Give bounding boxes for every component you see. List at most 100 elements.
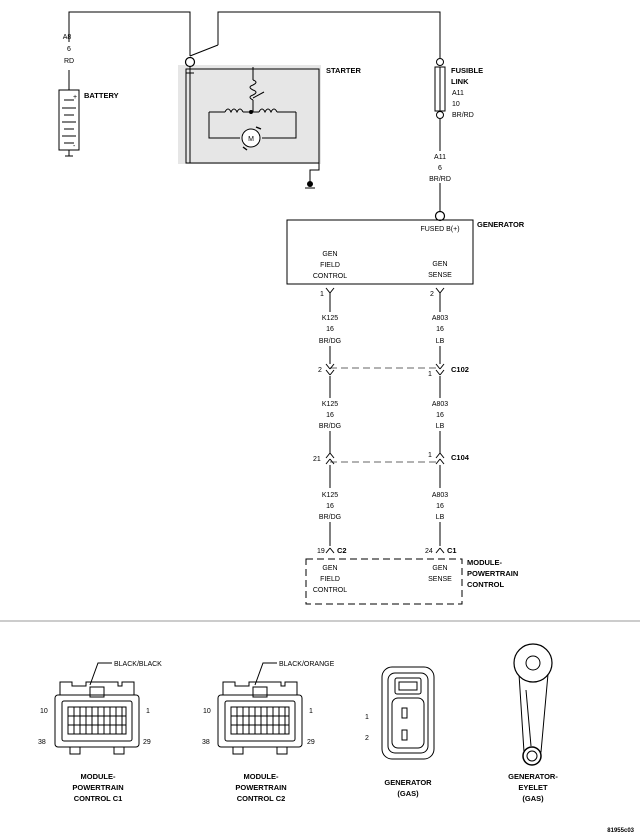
generator-title: GENERATOR bbox=[477, 220, 525, 229]
pcm-c1: C1 bbox=[447, 546, 457, 555]
connector-view-generator: 1 2 GENERATOR (GAS) bbox=[365, 666, 435, 798]
a803-seg3-color: LB bbox=[436, 514, 445, 521]
eyelet-hole bbox=[525, 655, 541, 671]
generator-pins: 1 2 bbox=[320, 287, 445, 298]
eyelet-shank bbox=[518, 673, 549, 753]
starter-motor-label: M bbox=[248, 136, 254, 143]
battery-minus: - bbox=[73, 143, 76, 150]
pcm-field-line1: GEN bbox=[322, 565, 337, 572]
c1-pin-grid bbox=[67, 706, 127, 735]
generator-pin-field: 1 bbox=[320, 291, 324, 298]
starter-ground bbox=[305, 163, 320, 189]
c2-latch bbox=[252, 686, 268, 698]
fusible-link-color: BR/RD bbox=[452, 112, 474, 119]
wire-k125: K125 16 BR/DG K125 16 BR/DG K125 16 BR/D… bbox=[319, 293, 341, 546]
wire-a11: A11 6 BR/RD bbox=[429, 119, 451, 211]
c104-pin-right: 1 bbox=[428, 452, 432, 459]
c2-pin-bl: 38 bbox=[202, 739, 210, 746]
c102-pin-left: 2 bbox=[318, 367, 322, 374]
wire-a11-color: BR/RD bbox=[429, 176, 451, 183]
a803-seg2-gauge: 16 bbox=[436, 412, 444, 419]
pcm-title-1: MODULE- bbox=[467, 558, 502, 567]
k125-seg2-gauge: 16 bbox=[326, 412, 334, 419]
generator: GENERATOR FUSED B(+) GEN FIELD CONTROL G… bbox=[286, 210, 525, 285]
c102-pin-right: 1 bbox=[428, 371, 432, 378]
starter-terminal bbox=[184, 56, 196, 68]
connector-c104: 21 1 C104 bbox=[313, 452, 470, 465]
k125-seg3-circuit: K125 bbox=[322, 492, 338, 499]
c2-housing bbox=[217, 694, 303, 748]
gen-pin-1: 1 bbox=[365, 714, 369, 721]
gen-connector-outer bbox=[381, 666, 435, 760]
figure-id: 81955c03 bbox=[607, 828, 634, 834]
eyelet-caption-2: EYELET bbox=[518, 783, 548, 792]
fusible-link-circuit: A11 bbox=[452, 90, 464, 97]
c104-name: C104 bbox=[451, 453, 470, 462]
fusible-link-top-terminal bbox=[436, 58, 444, 66]
generator-field-line3: CONTROL bbox=[313, 273, 347, 280]
pcm-title-2: POWERTRAIN bbox=[467, 569, 518, 578]
starter: M STARTER bbox=[178, 56, 361, 164]
c1-callout: BLACK/BLACK bbox=[114, 661, 162, 668]
battery-title: BATTERY bbox=[84, 91, 119, 100]
wire-a8-circuit: A8 bbox=[63, 34, 72, 41]
c104-pin-left: 21 bbox=[313, 456, 321, 463]
c1-pin-bl: 38 bbox=[38, 739, 46, 746]
fusible-link-bottom-terminal bbox=[436, 111, 444, 119]
k125-seg3-gauge: 16 bbox=[326, 503, 334, 510]
generator-field-line2: FIELD bbox=[320, 262, 340, 269]
pcm-box bbox=[305, 558, 463, 605]
a803-seg1-circuit: A803 bbox=[432, 315, 448, 322]
a803-seg3-circuit: A803 bbox=[432, 492, 448, 499]
wire-a803: A803 16 LB A803 16 LB A803 16 LB bbox=[432, 293, 448, 546]
c1-caption-1: MODULE- bbox=[81, 772, 116, 781]
starter-title: STARTER bbox=[326, 66, 361, 75]
eyelet-caption-1: GENERATOR- bbox=[508, 772, 558, 781]
c1-pin-tl: 10 bbox=[40, 708, 48, 715]
fusible-link-title-1: FUSIBLE bbox=[451, 66, 483, 75]
a803-seg2-color: LB bbox=[436, 423, 445, 430]
c2-pin-br: 29 bbox=[307, 739, 315, 746]
wire-a11-gauge: 6 bbox=[438, 165, 442, 172]
pcm-field-line2: FIELD bbox=[320, 576, 340, 583]
gen-connector-pin-2 bbox=[401, 729, 408, 741]
fusible-link-title-2: LINK bbox=[451, 77, 469, 86]
wire-a8-color: RD bbox=[64, 58, 74, 65]
gen-pin-2: 2 bbox=[365, 735, 369, 742]
generator-sense-line1: GEN bbox=[432, 261, 447, 268]
pcm-field-line3: CONTROL bbox=[313, 587, 347, 594]
a803-seg2-circuit: A803 bbox=[432, 401, 448, 408]
pcm-pin-sense: 24 bbox=[425, 548, 433, 555]
wire-a11-circuit: A11 bbox=[434, 154, 446, 161]
eyelet-caption-3: (GAS) bbox=[522, 794, 544, 803]
generator-field-line1: GEN bbox=[322, 251, 337, 258]
wire-a8: A8 6 RD bbox=[63, 11, 191, 90]
pcm-sense-line1: GEN bbox=[432, 565, 447, 572]
c2-pin-tr: 1 bbox=[309, 708, 313, 715]
generator-fused-b: FUSED B(+) bbox=[420, 226, 459, 233]
c1-pin-br: 29 bbox=[143, 739, 151, 746]
c102-name: C102 bbox=[451, 365, 469, 374]
pcm-pin-field: 19 bbox=[317, 548, 325, 555]
generator-sense-line2: SENSE bbox=[428, 272, 452, 279]
powertrain-control-module: 19 C2 24 C1 GEN FIELD CONTROL GEN SENSE … bbox=[305, 546, 518, 605]
battery: + - BATTERY bbox=[58, 89, 119, 157]
k125-seg1-color: BR/DG bbox=[319, 338, 341, 345]
a803-seg3-gauge: 16 bbox=[436, 503, 444, 510]
generator-box bbox=[286, 219, 474, 285]
a803-seg1-color: LB bbox=[436, 338, 445, 345]
k125-seg2-color: BR/DG bbox=[319, 423, 341, 430]
c1-pin-tr: 1 bbox=[146, 708, 150, 715]
c2-caption-3: CONTROL C2 bbox=[237, 794, 286, 803]
k125-seg1-gauge: 16 bbox=[326, 326, 334, 333]
connector-c102: 2 1 C102 bbox=[318, 363, 469, 378]
gen-connector-latch bbox=[394, 677, 422, 695]
c2-callout: BLACK/ORANGE bbox=[279, 661, 335, 668]
starter-shading bbox=[178, 65, 321, 164]
k125-seg1-circuit: K125 bbox=[322, 315, 338, 322]
gen-caption-1: GENERATOR bbox=[384, 778, 432, 787]
c2-pin-tl: 10 bbox=[203, 708, 211, 715]
c2-caption-1: MODULE- bbox=[244, 772, 279, 781]
battery-plus: + bbox=[73, 94, 77, 101]
